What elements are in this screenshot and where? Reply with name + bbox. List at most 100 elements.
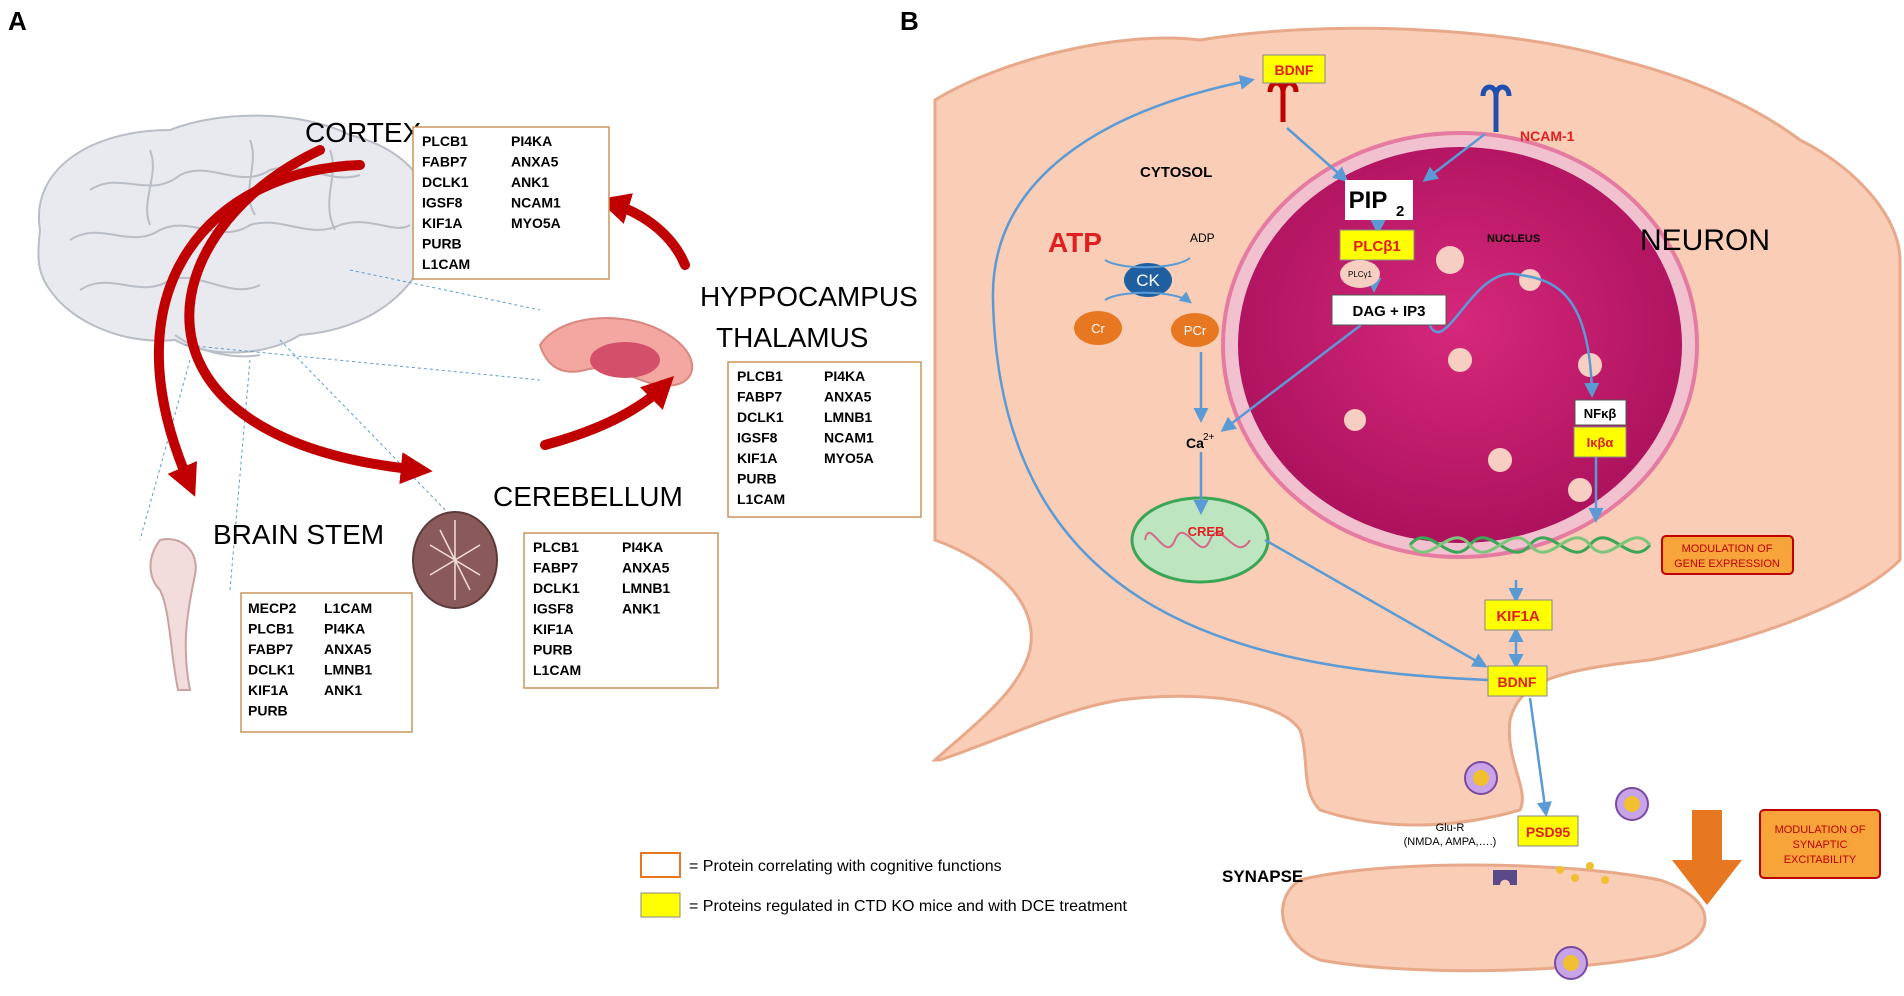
protein-item: PI4KA [324,621,365,637]
protein-item: FABP7 [422,154,467,170]
protein-item: L1CAM [324,600,372,616]
protein-item: ANK1 [324,682,362,698]
protein-item: LMNB1 [824,409,872,425]
protein-item: DCLK1 [422,174,469,190]
glur-label-line2: (NMDA, AMPA,….) [1404,836,1497,848]
pcr-node: PCr [1171,313,1219,347]
arrow-cortex-to-brainstem [154,160,365,497]
protein-item: PI4KA [622,539,663,555]
protein-item: L1CAM [422,256,470,272]
modulation-synaptic-box: MODULATION OF SYNAPTIC EXCITABILITY [1759,809,1881,879]
nucleus-label: NUCLEUS [1487,233,1540,245]
svg-text:MODULATION OF: MODULATION OF [1682,543,1773,555]
arrow-bdnf-bottom-to-top [991,74,1489,682]
orange-down-arrow [1672,810,1742,905]
hippocampus-illustration [538,317,694,387]
svg-text:Iκβα: Iκβα [1587,435,1614,450]
protein-item: LMNB1 [622,580,670,596]
protein-item: KIF1A [737,450,777,466]
protein-item: L1CAM [533,662,581,678]
protein-item: KIF1A [422,215,462,231]
protein-item: DCLK1 [248,662,295,678]
protein-item: PLCB1 [422,133,468,149]
svg-text:PIP: PIP [1349,187,1388,214]
pcr-label: PCr [1184,323,1207,338]
brainstem-illustration [149,538,197,691]
neuron-label: NEURON [1640,224,1770,257]
nucleus [1221,131,1699,559]
atp-label: ATP [1048,227,1102,258]
legend-swatch-regulated [640,892,681,918]
legend-swatch-cognitive [640,852,681,878]
protein-item: FABP7 [737,389,782,405]
pip2-box: PIP 2 [1345,180,1413,220]
protein-item: MYO5A [511,215,561,231]
protein-item: KIF1A [248,682,288,698]
hippocampus-label: HYPPOCAMPUS [700,281,918,312]
svg-text:DAG + IP3: DAG + IP3 [1353,303,1426,320]
svg-text:SYNAPTIC: SYNAPTIC [1792,839,1847,851]
nfkb-box: NFκβ [1574,399,1627,426]
protein-item: FABP7 [248,641,293,657]
svg-text:BDNF: BDNF [1498,674,1537,690]
protein-item: ANK1 [511,174,549,190]
protein-item: PLCB1 [737,368,783,384]
legend-cognitive-text: = Protein correlating with cognitive fun… [689,858,1002,875]
protein-item: IGSF8 [737,430,778,446]
svg-text:GENE EXPRESSION: GENE EXPRESSION [1674,558,1780,570]
synapse-label: SYNAPSE [1222,867,1303,886]
protein-item: FABP7 [533,560,578,576]
svg-text:NFκβ: NFκβ [1584,406,1617,421]
glur-label-line1: Glu-R [1436,822,1465,834]
plcb1-box: PLCβ1 [1339,229,1415,261]
bdnf-top-box: BDNF [1262,54,1326,84]
protein-item: DCLK1 [533,580,580,596]
red-arrows [154,145,690,497]
thalamus-label: THALAMUS [716,322,868,353]
protein-item: LMNB1 [324,662,372,678]
arrow-cortex-to-cerebellum [184,145,433,485]
protein-item: ANXA5 [622,560,670,576]
arrow-hippocampus-to-cortex [597,193,690,270]
arrow-cerebellum-to-hippocampus [540,375,675,450]
protein-item: PLCB1 [248,621,294,637]
svg-text:MODULATION OF: MODULATION OF [1775,824,1866,836]
protein-item: ANXA5 [324,641,372,657]
ncam-label: NCAM-1 [1520,128,1575,144]
protein-item: DCLK1 [737,409,784,425]
protein-item: KIF1A [533,621,573,637]
modulation-gene-box: MODULATION OF GENE EXPRESSION [1661,535,1794,575]
synaptic-vesicles [1464,761,1649,980]
protein-item: NCAM1 [824,430,874,446]
svg-text:2: 2 [1396,203,1404,220]
protein-item: IGSF8 [533,601,574,617]
protein-item: ANXA5 [511,154,559,170]
svg-text:KIF1A: KIF1A [1496,608,1540,625]
adp-label: ADP [1190,231,1215,245]
protein-item: PURB [737,471,777,487]
protein-item: PURB [248,703,288,719]
brain-illustration [37,114,433,358]
panel-b-label: B [900,6,919,36]
ikba-box: Iκβα [1573,426,1627,458]
kif1a-box: KIF1A [1484,599,1553,631]
ck-cycle-arrows [1104,257,1190,302]
calcium-label: Ca 2+ [1186,432,1215,451]
ck-enzyme: CK [1124,263,1172,297]
svg-text:PLCγ1: PLCγ1 [1348,270,1373,279]
cr-node: Cr [1074,311,1122,345]
protein-item: MYO5A [824,450,874,466]
psd95-box: PSD95 [1517,815,1579,847]
plcy1-node: PLCγ1 [1340,260,1380,288]
protein-item: PI4KA [824,368,865,384]
protein-item: MECP2 [248,600,296,616]
cerebellum-label: CEREBELLUM [493,481,683,512]
